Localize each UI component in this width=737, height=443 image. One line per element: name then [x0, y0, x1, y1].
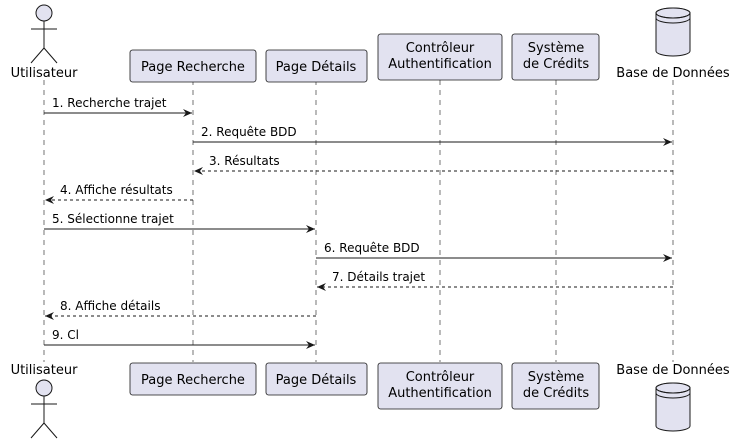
message-label: 2. Requête BDD [201, 125, 297, 139]
message-8: 8. Affiche détails [45, 299, 316, 320]
participant-box [511, 362, 600, 410]
message-5: 5. Sélectionne trajet [44, 212, 315, 233]
participant-label-line-1: Contrôleur [406, 41, 475, 56]
message-label: 6. Requête BDD [324, 241, 420, 255]
participant-label: Base de Données [616, 363, 730, 378]
participant-label-line-2: de Crédits [523, 386, 589, 401]
participant-label-line-1: Contrôleur [406, 370, 475, 385]
database-icon [655, 382, 691, 432]
participant-label: Page Détails [276, 60, 357, 75]
participant-label: Page Recherche [141, 373, 245, 388]
actor-icon [30, 379, 58, 439]
participant-box [265, 362, 368, 396]
message-label: 3. Résultats [209, 154, 280, 168]
participant-box [377, 33, 503, 81]
message-label: 7. Détails trajet [332, 270, 425, 284]
participant-label: Utilisateur [11, 66, 79, 81]
participant-bdd-bottom: Base de Données [616, 363, 730, 432]
message-4: 4. Affiche résultats [45, 183, 193, 204]
participant-recherche-bottom: Page Recherche [129, 362, 257, 396]
participant-recherche-top: Page Recherche [129, 49, 257, 83]
participant-box [129, 362, 257, 396]
participant-label-line-2: Authentification [388, 57, 492, 72]
participant-box [511, 33, 600, 81]
message-label: 1. Recherche trajet [52, 96, 167, 110]
message-2: 2. Requête BDD [193, 125, 672, 146]
message-label: 9. Cl [52, 328, 79, 342]
participant-utilisateur-top: Utilisateur [11, 4, 79, 81]
participant-label-line-1: Système [528, 41, 584, 56]
participant-label: Page Détails [276, 373, 357, 388]
message-3: 3. Résultats [194, 154, 673, 175]
participant-label: Base de Données [616, 66, 730, 81]
message-label: 5. Sélectionne trajet [52, 212, 174, 226]
participant-box [377, 362, 503, 410]
message-label: 4. Affiche résultats [60, 183, 173, 197]
message-7: 7. Détails trajet [317, 270, 673, 291]
participant-box [129, 49, 257, 83]
participant-details-top: Page Détails [265, 49, 368, 83]
participant-details-bottom: Page Détails [265, 362, 368, 396]
database-icon [655, 7, 691, 57]
participant-bdd-top: Base de Données [616, 7, 730, 81]
message-1: 1. Recherche trajet [44, 96, 192, 117]
participant-label-line-1: Système [528, 370, 584, 385]
participant-label: Utilisateur [11, 363, 79, 378]
message-9: 9. Cl [44, 328, 315, 349]
participant-box [265, 49, 368, 83]
participant-label-line-2: Authentification [388, 386, 492, 401]
actor-icon [30, 4, 58, 64]
message-6: 6. Requête BDD [316, 241, 672, 262]
participant-utilisateur-bottom: Utilisateur [11, 363, 79, 439]
participant-label-line-2: de Crédits [523, 57, 589, 72]
message-label: 8. Affiche détails [60, 299, 160, 313]
participant-label: Page Recherche [141, 60, 245, 75]
